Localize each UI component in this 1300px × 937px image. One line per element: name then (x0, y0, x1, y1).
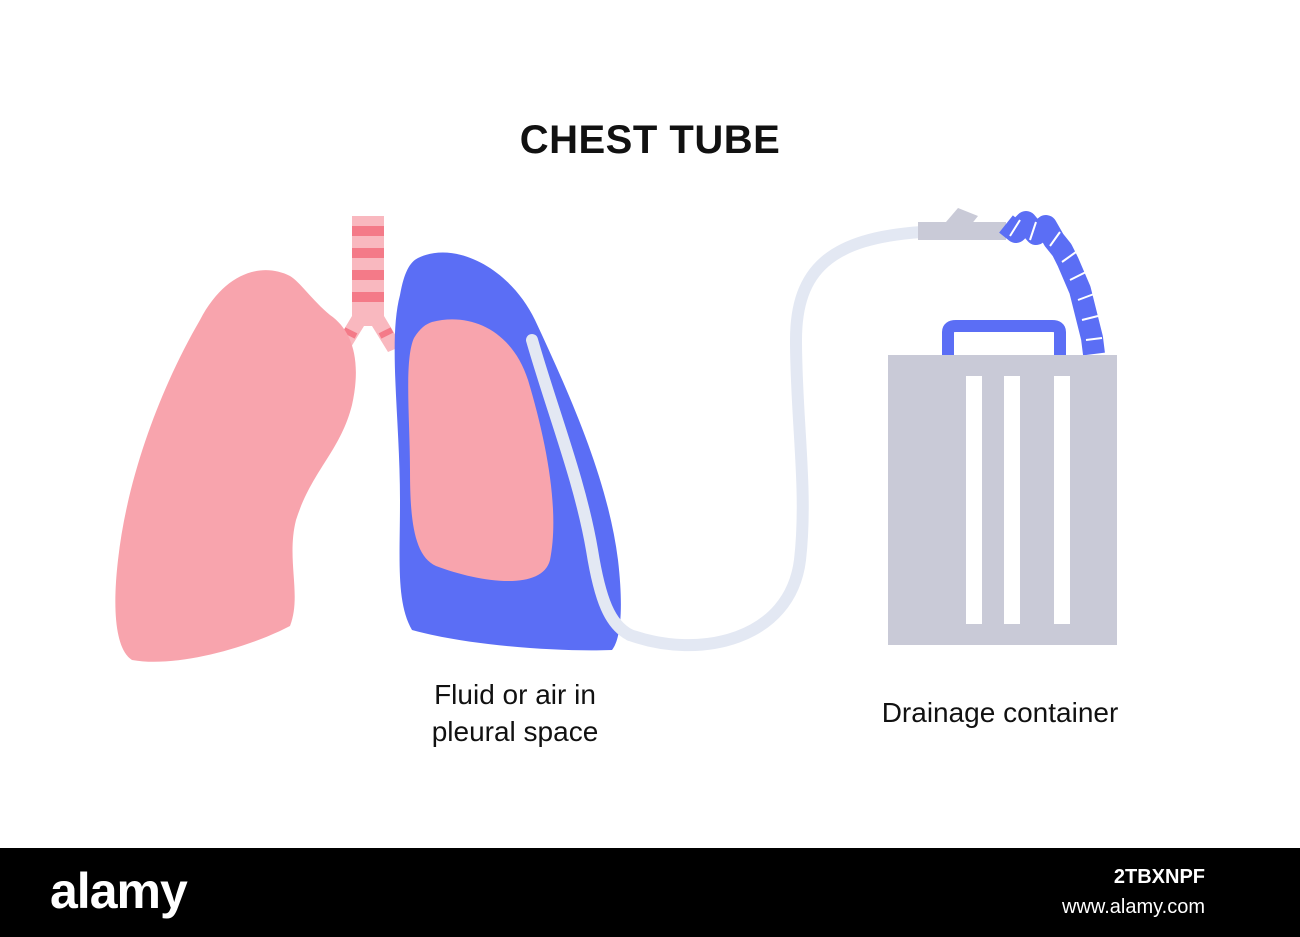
trachea-ring (352, 292, 384, 302)
diagram-title: CHEST TUBE (519, 118, 781, 162)
bronchus-ring (342, 327, 358, 339)
container-handle (942, 320, 1066, 356)
drainage-tube (624, 226, 928, 652)
bronchus-ring (378, 327, 394, 339)
footer-logo: alamy (50, 863, 188, 919)
tube-connector (918, 208, 1006, 240)
trachea-ring (352, 270, 384, 280)
container-stripe (966, 376, 982, 624)
footer-image-id: 2TBXNPF (1113, 866, 1205, 888)
trachea (334, 216, 402, 352)
container-body (888, 355, 1117, 645)
connector-port (946, 208, 978, 226)
container-stripe (1004, 376, 1020, 624)
footer-bar: alamy 2TBXNPF www.alamy.com (0, 848, 1300, 937)
chest-tube-illustration (115, 208, 1117, 662)
trachea-ring (352, 226, 384, 236)
pleural-space-label: Fluid or air in pleural space (390, 676, 640, 750)
drainage-container-label: Drainage container (881, 697, 1119, 728)
trachea-ring (352, 248, 384, 258)
corrugated-hose (999, 211, 1105, 356)
drainage-container (888, 320, 1117, 645)
healthy-lung (115, 270, 356, 662)
pleural-label-line-2: pleural space (431, 716, 599, 747)
footer-url: www.alamy.com (1062, 896, 1205, 918)
connector-body (918, 222, 1006, 240)
chest-tube-inner (526, 334, 636, 641)
illustration: CHEST TUBE (115, 118, 1119, 750)
container-stripe (1054, 376, 1070, 624)
collapsed-lung (408, 319, 554, 582)
pleural-label-line-1: Fluid or air in (434, 679, 596, 710)
